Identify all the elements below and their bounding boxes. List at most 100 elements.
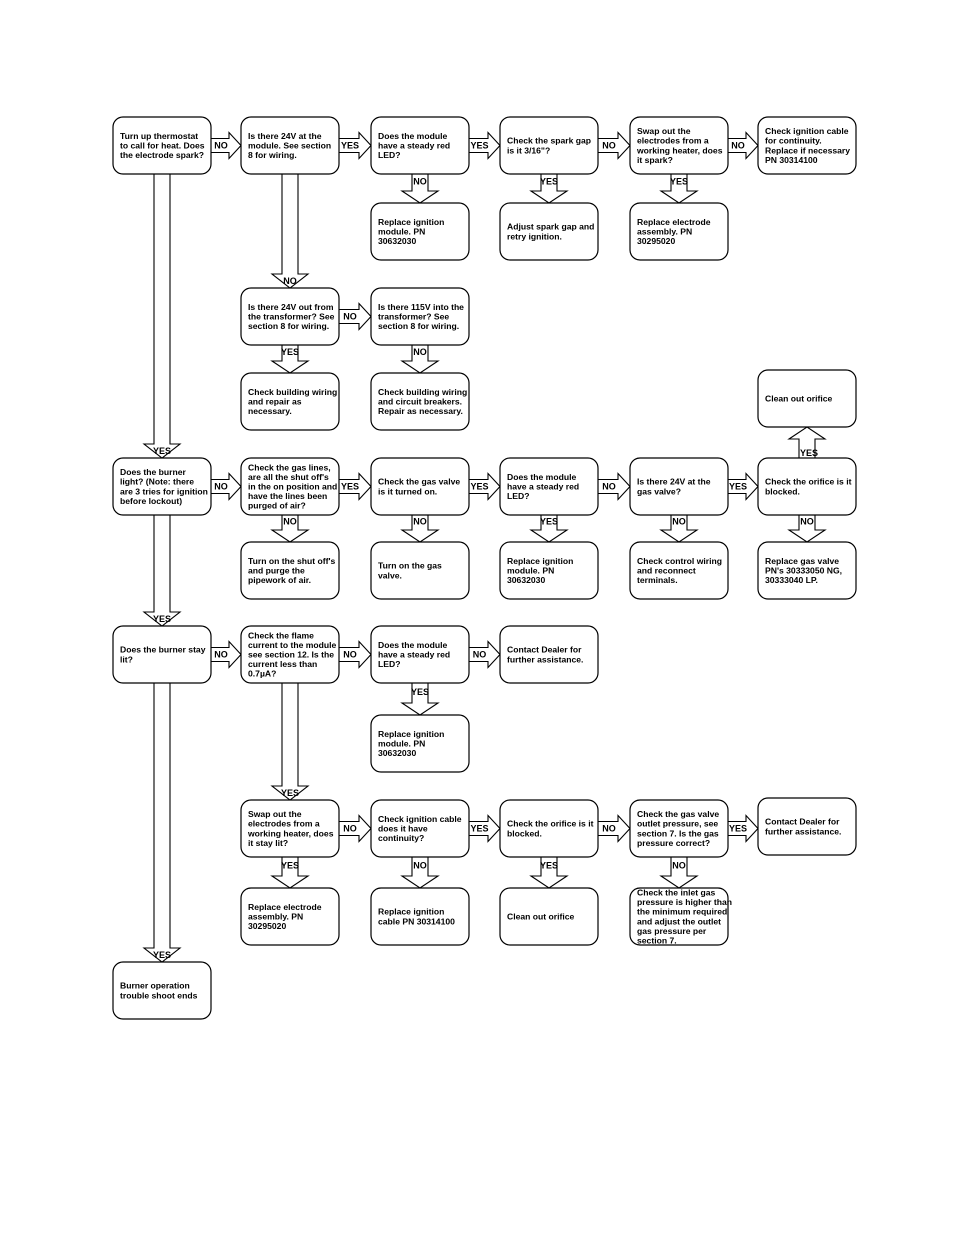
- arrow-label: YES: [341, 141, 359, 151]
- node-text-line: Replace if necessary: [765, 145, 850, 155]
- node-text-line: current less than: [248, 659, 317, 669]
- node-text-line: Check the flame: [248, 630, 314, 640]
- node-text-line: Replace ignition: [378, 907, 444, 917]
- node-text-line: retry ignition.: [507, 231, 562, 241]
- flow-arrow: [208, 472, 242, 501]
- node-text-line: 30632030: [378, 236, 416, 246]
- node-text-line: Is there 24V out from: [248, 302, 334, 312]
- node-box: [370, 457, 470, 516]
- node-text-line: purged of air?: [248, 501, 306, 511]
- flow-arrow: [595, 472, 631, 501]
- node-text-line: Clean out orifice: [765, 394, 833, 404]
- node-text-line: gas valve?: [637, 486, 681, 496]
- node-box: [757, 116, 857, 175]
- flowchart-node: Clean out orifice: [499, 887, 599, 946]
- flow-arrow: [400, 342, 440, 374]
- node-text-line: Does the module: [378, 131, 447, 141]
- arrow-label: NO: [413, 517, 427, 527]
- arrow-label: NO: [413, 347, 427, 357]
- flow-arrow: [270, 342, 310, 374]
- arrow-label: NO: [343, 312, 357, 322]
- arrow-label: NO: [473, 650, 487, 660]
- node-text-line: section 7. Is the gas: [637, 828, 719, 838]
- node-text-line: Replace gas valve: [765, 556, 839, 566]
- node-text-line: pipework of air.: [248, 575, 311, 585]
- node-box: [499, 202, 599, 261]
- node-text-line: does it have: [378, 824, 428, 834]
- node-text-line: is it 3/16"?: [507, 145, 550, 155]
- node-text-line: further assistance.: [507, 654, 583, 664]
- node-text-line: current to the module: [248, 640, 337, 650]
- arrow-label: YES: [153, 950, 171, 960]
- arrow-label: YES: [281, 788, 299, 798]
- node-box: [499, 116, 599, 175]
- flow-arrow: [659, 854, 699, 889]
- node-box: [370, 287, 470, 346]
- flow-arrow: [595, 814, 631, 843]
- arrow-label: NO: [602, 824, 616, 834]
- node-text-line: Is there 24V at the: [248, 131, 322, 141]
- flow-arrow: [208, 640, 242, 669]
- node-text-line: and circuit breakers.: [378, 397, 462, 407]
- arrow-label: NO: [731, 141, 745, 151]
- node-box: [629, 887, 729, 946]
- node-text-line: have a steady red: [507, 482, 579, 492]
- arrow-label: NO: [672, 517, 686, 527]
- node-text-line: section 8 for wiring.: [248, 321, 329, 331]
- arrow-label: NO: [214, 650, 228, 660]
- arrow-label: NO: [800, 517, 814, 527]
- node-text-line: are all the shut off's: [248, 472, 329, 482]
- node-text-line: Clean out orifice: [507, 912, 575, 922]
- node-text-line: and repair as: [248, 397, 302, 407]
- node-text-line: it stay lit?: [248, 838, 288, 848]
- flow-arrow: [725, 472, 759, 501]
- node-text-line: section 7.: [637, 936, 677, 946]
- node-text-line: see section 12. Is the: [248, 650, 334, 660]
- flowchart-node: Clean out orifice: [757, 369, 857, 428]
- node-text-line: module. See section: [248, 141, 331, 151]
- flow-arrow: [466, 472, 501, 501]
- node-text-line: cable PN 30314100: [378, 916, 455, 926]
- arrow-label: YES: [281, 347, 299, 357]
- node-text-line: 8 for wiring.: [248, 150, 297, 160]
- node-text-line: LED?: [507, 491, 529, 501]
- node-text-line: and purge the: [248, 566, 305, 576]
- node-text-line: Contact Dealer for: [765, 817, 840, 827]
- arrow-label: NO: [672, 861, 686, 871]
- flow-arrow: [725, 814, 759, 843]
- node-text-line: Check building wiring: [378, 387, 467, 397]
- node-text-line: Check building wiring: [248, 387, 337, 397]
- node-box: [757, 541, 857, 600]
- node-text-line: Adjust spark gap and: [507, 222, 594, 232]
- arrow-label: NO: [413, 861, 427, 871]
- flow-arrow: [400, 680, 440, 716]
- node-text-line: section 8 for wiring.: [378, 321, 459, 331]
- node-text-line: Is there 24V at the: [637, 477, 711, 487]
- node-box: [499, 887, 599, 946]
- node-box: [499, 799, 599, 858]
- node-text-line: have the lines been: [248, 491, 327, 501]
- flow-arrow: [142, 512, 182, 627]
- node-text-line: Check the spark gap: [507, 136, 591, 146]
- node-text-line: Check ignition cable: [765, 126, 849, 136]
- node-box: [370, 887, 470, 946]
- flow-arrow: [787, 512, 827, 543]
- arrow-label: NO: [602, 482, 616, 492]
- arrow-label: YES: [341, 482, 359, 492]
- flow-arrow: [529, 854, 569, 889]
- flow-arrow: [336, 640, 372, 669]
- node-text-line: Turn up thermostat: [120, 131, 198, 141]
- flow-arrow: [270, 512, 310, 543]
- node-text-line: working heater, does: [247, 828, 334, 838]
